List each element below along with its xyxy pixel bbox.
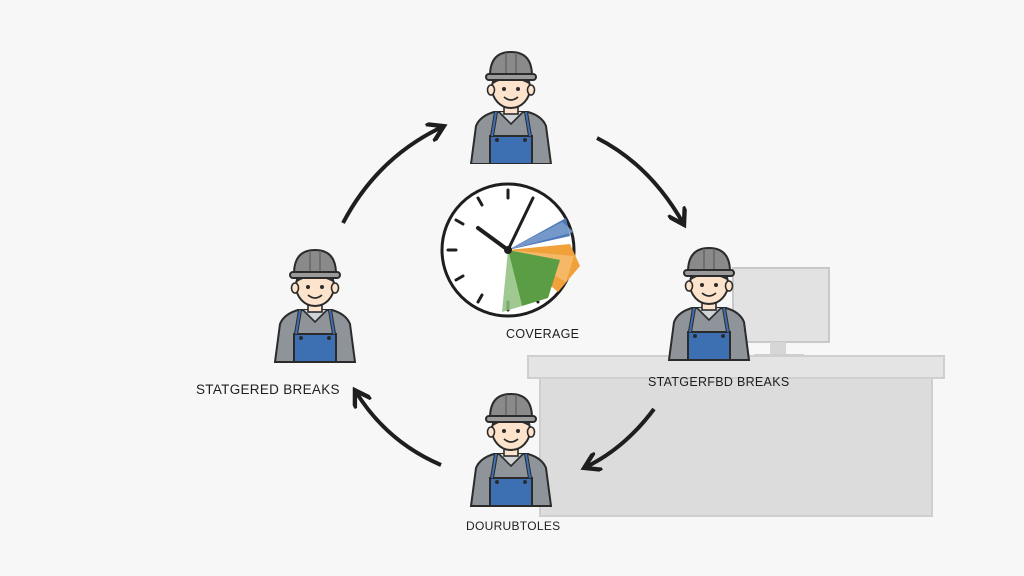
curved-arrow-icon <box>356 392 442 467</box>
curved-arrow-icon <box>586 407 656 467</box>
coverage-sector-green <box>508 250 560 306</box>
staggered-breaks-label-left: STATGERED BREAKS <box>196 382 340 397</box>
worker-icon-top <box>469 50 553 164</box>
coverage-sector-blue-light <box>508 222 574 250</box>
clock-icon <box>440 182 580 318</box>
curved-arrow-icon <box>596 136 683 223</box>
coverage-label: COVERAGE <box>506 327 580 341</box>
coverage-sector-green-light <box>502 250 522 312</box>
bottom-label: DOURUBTOLES <box>466 519 561 533</box>
curved-arrow-icon <box>341 127 442 224</box>
worker-icon-left <box>275 250 355 362</box>
desk-icon <box>527 355 945 517</box>
staggered-breaks-label-right: STATGERFBD BREAKS <box>648 375 790 389</box>
